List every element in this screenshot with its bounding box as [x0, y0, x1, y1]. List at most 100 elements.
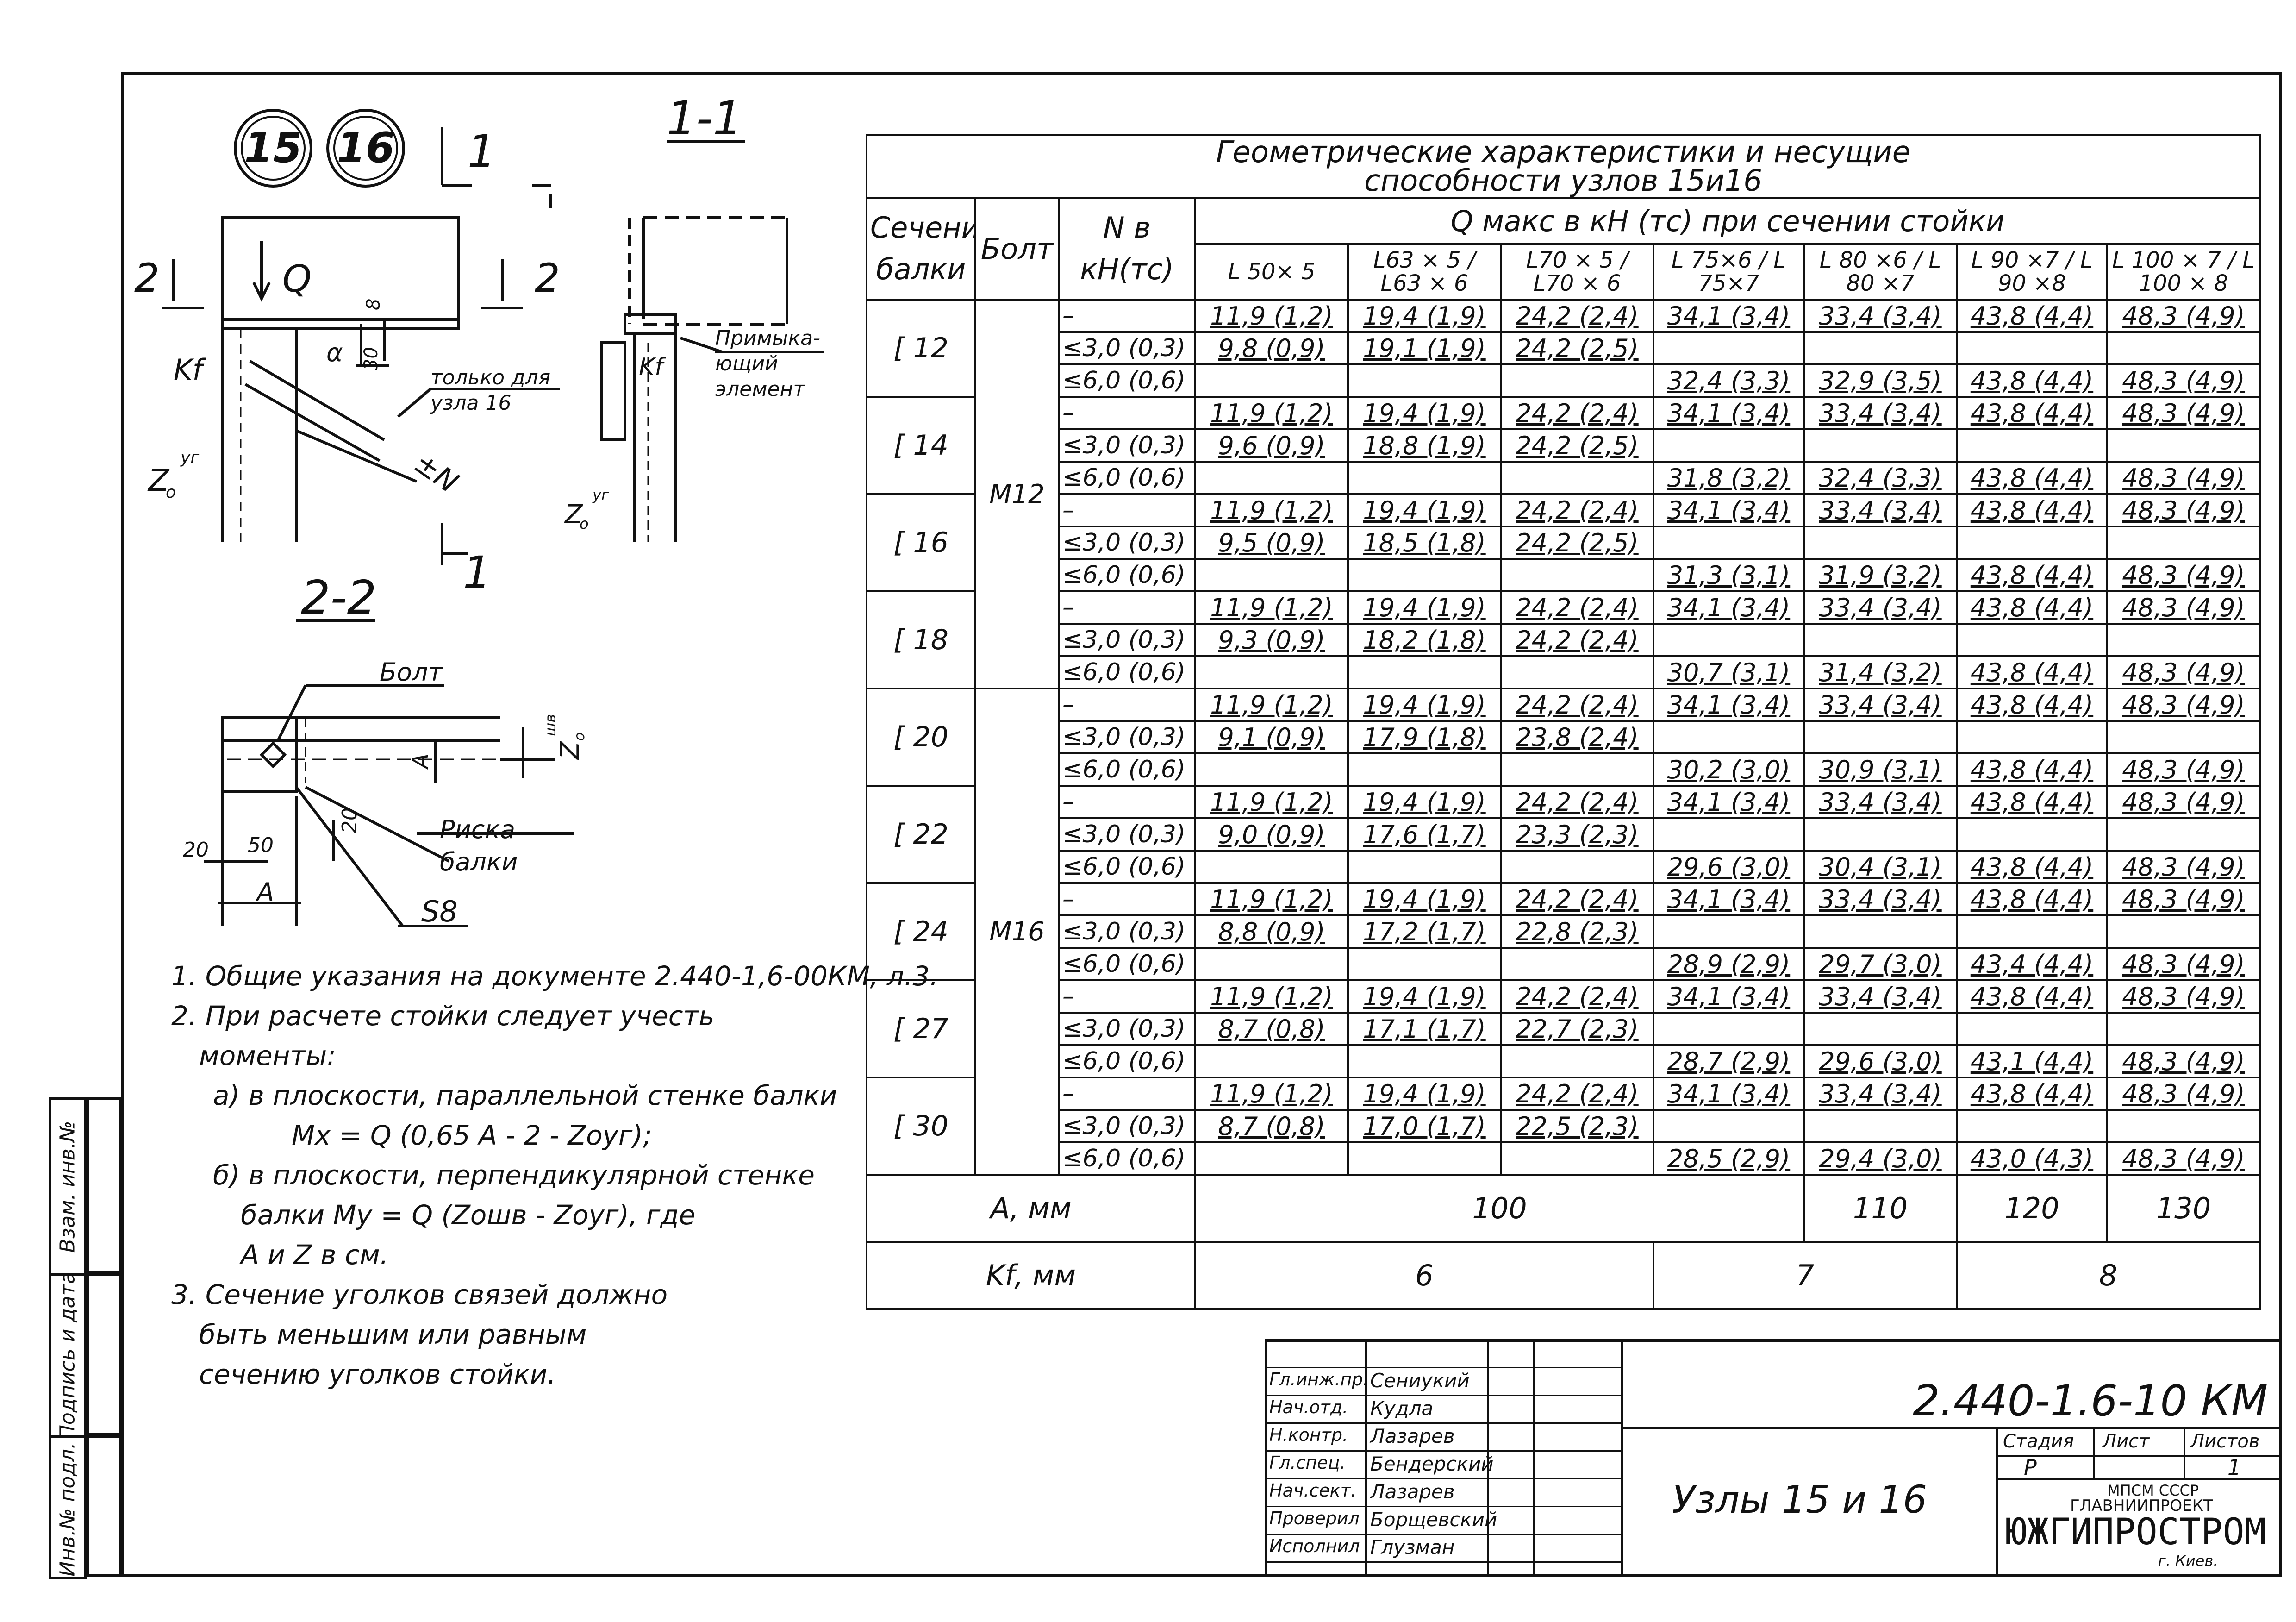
value-cell: [1803, 817, 1958, 852]
value-cell: [1347, 850, 1502, 884]
note-line: а) в плоскости, параллельной стенке балк…: [213, 1080, 837, 1111]
value-cell: 43,8 (4,4): [1956, 493, 2108, 527]
header-angle: L 100 × 7 / L 100 × 8: [2106, 243, 2261, 301]
value-cell: [1500, 752, 1654, 787]
value-cell: [1653, 623, 1805, 657]
value-cell: 24,2 (2,5): [1500, 526, 1654, 560]
value-cell: 43,8 (4,4): [1956, 363, 2108, 398]
weld-kf-label: Kf: [639, 353, 666, 381]
cut-2-label: 2: [134, 255, 160, 301]
value-cell: 11,9 (1,2): [1194, 882, 1349, 916]
value-cell: 43,4 (4,4): [1956, 947, 2108, 981]
svg-text:уг: уг: [592, 486, 609, 504]
value-cell: [2106, 526, 2261, 560]
signatory-role: Проверил: [1269, 1508, 1360, 1528]
value-cell: [1803, 428, 1958, 463]
z0yg-left: Z o уг: [147, 448, 200, 502]
drawing-frame: [121, 72, 2282, 1577]
n-cell: –: [1058, 396, 1196, 430]
value-cell: 48,3 (4,9): [2106, 590, 2261, 625]
n-cell: ≤3,0 (0,3): [1058, 623, 1196, 657]
value-cell: [1500, 461, 1654, 495]
header-angle: L 75×6 / L 75×7: [1653, 243, 1805, 301]
adjacent-element-label: ющий: [715, 352, 778, 376]
n-cell: ≤6,0 (0,6): [1058, 1141, 1196, 1176]
value-cell: [1347, 558, 1502, 592]
note-line: 2. При расчете стойки следует учесть: [171, 1000, 715, 1032]
value-cell: 28,5 (2,9): [1653, 1141, 1805, 1176]
sidebar-blank-cell: [87, 1097, 121, 1273]
value-cell: 34,1 (3,4): [1653, 493, 1805, 527]
node-15-circle: [234, 109, 312, 188]
signatory-role: Нач.отд.: [1269, 1397, 1348, 1417]
sidebar-blank-cell: [87, 1273, 121, 1435]
value-cell: 28,7 (2,9): [1653, 1044, 1805, 1078]
value-cell: 48,3 (4,9): [2106, 558, 2261, 592]
n-cell: ≤6,0 (0,6): [1058, 752, 1196, 787]
table-row: [ 18–11,9 (1,2)19,4 (1,9)24,2 (2,4)34,1 …: [866, 590, 2261, 689]
value-cell: 48,3 (4,9): [2106, 493, 2261, 527]
svg-text:уг: уг: [180, 448, 200, 467]
svg-text:o: o: [572, 733, 588, 741]
node-16-circle: [326, 109, 405, 188]
kf-label: Kf, мм: [866, 1241, 1196, 1310]
value-cell: [2106, 623, 2261, 657]
value-cell: 29,7 (3,0): [1803, 947, 1958, 981]
value-cell: 23,8 (2,4): [1500, 720, 1654, 754]
bolt-label: Болт: [380, 658, 443, 687]
value-cell: 34,1 (3,4): [1653, 785, 1805, 819]
node-16-label: 16: [337, 124, 394, 172]
value-cell: [2106, 914, 2261, 949]
header-q: Q макс в кН (тс) при сечении стойки: [1194, 197, 2261, 245]
angle-alpha-label: α: [326, 338, 343, 367]
n-cell: –: [1058, 590, 1196, 625]
svg-text:o: o: [166, 483, 176, 502]
n-cell: –: [1058, 1077, 1196, 1111]
note-line: A и Z в см.: [241, 1239, 389, 1271]
value-cell: [1194, 947, 1349, 981]
value-cell: [1653, 1109, 1805, 1143]
value-cell: 31,8 (3,2): [1653, 461, 1805, 495]
value-cell: 43,8 (4,4): [1956, 979, 2108, 1014]
adjacent-element-label: элемент: [715, 377, 805, 401]
value-cell: [1194, 850, 1349, 884]
n-cell: ≤6,0 (0,6): [1058, 558, 1196, 592]
table-row: [ 16–11,9 (1,2)19,4 (1,9)24,2 (2,4)34,1 …: [866, 493, 2261, 592]
header-bolt: Болт: [974, 197, 1060, 301]
dim-a: А: [408, 753, 434, 770]
value-cell: 17,9 (1,8): [1347, 720, 1502, 754]
n-cell: ≤3,0 (0,3): [1058, 331, 1196, 365]
value-cell: 48,3 (4,9): [2106, 785, 2261, 819]
n-cell: ≤6,0 (0,6): [1058, 655, 1196, 689]
a-value: 100: [1194, 1174, 1805, 1243]
table-row: ≤6,0 (0,6)30,7 (3,1)31,4 (3,2)43,8 (4,4)…: [867, 655, 2261, 689]
table-row: ≤3,0 (0,3)8,8 (0,9)17,2 (1,7)22,8 (2,3): [867, 914, 2261, 949]
note-line: быть меньшим или равным: [199, 1319, 587, 1350]
value-cell: 31,3 (3,1): [1653, 558, 1805, 592]
value-cell: [1653, 914, 1805, 949]
value-cell: [1347, 1141, 1502, 1176]
value-cell: [1347, 461, 1502, 495]
section-cell: [ 30: [866, 1077, 976, 1176]
value-cell: [1347, 752, 1502, 787]
document-code: 2.440-1.6-10 КМ: [1913, 1376, 2268, 1426]
value-cell: 24,2 (2,4): [1500, 882, 1654, 916]
value-cell: 32,9 (3,5): [1803, 363, 1958, 398]
dim-8: 8: [363, 299, 384, 310]
sidebar-cell-signature: Подпись и дата: [51, 1276, 84, 1438]
sidebar-cell-replacement: Взам. инв.№: [51, 1100, 84, 1276]
value-cell: [1500, 655, 1654, 689]
value-cell: [1803, 720, 1958, 754]
value-cell: [1194, 558, 1349, 592]
table-row: ≤3,0 (0,3)9,0 (0,9)17,6 (1,7)23,3 (2,3): [867, 817, 2261, 852]
value-cell: 24,2 (2,4): [1500, 785, 1654, 819]
approval-sidebar: Взам. инв.№ Подпись и дата Инв.№ подл.: [49, 1097, 87, 1579]
value-cell: 11,9 (1,2): [1194, 688, 1349, 722]
table-row: ≤6,0 (0,6)32,4 (3,3)32,9 (3,5)43,8 (4,4)…: [867, 363, 2261, 398]
force-q-label: Q: [282, 257, 312, 301]
table-row: [ 22–11,9 (1,2)19,4 (1,9)24,2 (2,4)34,1 …: [866, 785, 2261, 884]
a-label: А, мм: [866, 1174, 1196, 1243]
value-cell: [1347, 1044, 1502, 1078]
value-cell: 29,4 (3,0): [1803, 1141, 1958, 1176]
value-cell: 9,6 (0,9): [1194, 428, 1349, 463]
